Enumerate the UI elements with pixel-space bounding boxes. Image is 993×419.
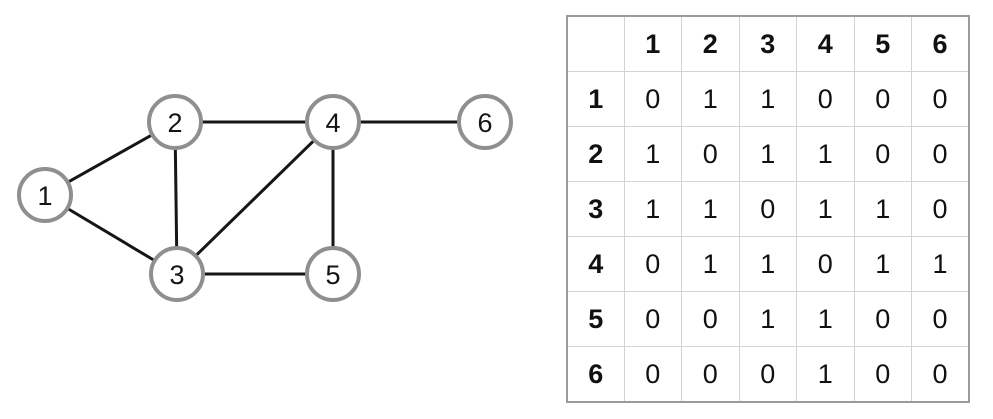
matrix-cell-2-5: 0 (853, 126, 912, 182)
matrix-cell-5-3: 1 (738, 291, 797, 347)
matrix-row-header-2: 2 (566, 126, 625, 182)
matrix-cell-2-2: 0 (681, 126, 740, 182)
graph-node-circle-2 (147, 94, 203, 150)
matrix-col-header-4: 4 (796, 15, 855, 72)
matrix-cell-2-3: 1 (738, 126, 797, 182)
edge-layer (67, 120, 458, 276)
matrix-cell-3-2: 1 (681, 181, 740, 237)
matrix-row-header-6: 6 (566, 346, 625, 403)
graph-edge-2-3 (173, 148, 179, 248)
matrix-col-header-5: 5 (853, 15, 912, 72)
graph-node-label-5: 5 (325, 260, 340, 290)
matrix-cell-6-5: 0 (853, 346, 912, 403)
matrix-cell-6-6: 0 (911, 346, 970, 403)
matrix-cell-6-1: 0 (623, 346, 682, 403)
matrix-cell-3-1: 1 (623, 181, 682, 237)
graph-node-circle-3 (149, 246, 205, 302)
matrix-cell-4-4: 0 (796, 236, 855, 292)
matrix-cell-4-6: 1 (911, 236, 970, 292)
matrix-cell-5-2: 0 (681, 291, 740, 347)
graph-node-label-4: 4 (325, 108, 340, 138)
matrix-cell-1-1: 0 (623, 71, 682, 127)
graph-edge-1-2 (67, 133, 153, 184)
matrix-cell-6-3: 0 (738, 346, 797, 403)
graph-node-label-1: 1 (37, 181, 52, 211)
graph-node-circle-4 (305, 94, 361, 150)
matrix-cell-1-3: 1 (738, 71, 797, 127)
matrix-col-header-3: 3 (738, 15, 797, 72)
graph-node-label-2: 2 (167, 108, 182, 138)
matrix-cell-3-5: 1 (853, 181, 912, 237)
graph-edge-1-3 (67, 207, 155, 262)
graph-node-circle-6 (457, 94, 513, 150)
matrix-col-header-1: 1 (623, 15, 682, 72)
matrix-row-header-1: 1 (566, 71, 625, 127)
matrix-row-header-3: 3 (566, 181, 625, 237)
graph-node-3[interactable]: 3 (149, 246, 205, 302)
graph-node-4[interactable]: 4 (305, 94, 361, 150)
graph-node-label-3: 3 (169, 260, 184, 290)
matrix-cell-1-4: 0 (796, 71, 855, 127)
matrix-cell-5-1: 0 (623, 291, 682, 347)
node-layer: 1 2 3 4 5 6 (17, 94, 513, 302)
matrix-cell-3-6: 0 (911, 181, 970, 237)
matrix-cell-4-1: 0 (623, 236, 682, 292)
matrix-cell-1-2: 1 (681, 71, 740, 127)
matrix-cell-6-2: 0 (681, 346, 740, 403)
matrix-cell-4-3: 1 (738, 236, 797, 292)
graph-diagram: 1 2 3 4 5 6 (17, 94, 513, 302)
graph-node-6[interactable]: 6 (457, 94, 513, 150)
graph-node-1[interactable]: 1 (17, 167, 73, 223)
matrix-cell-6-4: 1 (796, 346, 855, 403)
matrix-cell-2-1: 1 (623, 126, 682, 182)
matrix-cell-1-6: 0 (911, 71, 970, 127)
matrix-row-header-4: 4 (566, 236, 625, 292)
matrix-cell-2-4: 1 (796, 126, 855, 182)
graph-node-2[interactable]: 2 (147, 94, 203, 150)
graph-node-circle-1 (17, 167, 73, 223)
graph-edge-3-4 (195, 139, 315, 257)
graph-node-5[interactable]: 5 (305, 246, 361, 302)
matrix-cell-3-3: 0 (738, 181, 797, 237)
matrix-cell-2-6: 0 (911, 126, 970, 182)
matrix-col-header-2: 2 (681, 15, 740, 72)
matrix-cell-3-4: 1 (796, 181, 855, 237)
matrix-cell-5-4: 1 (796, 291, 855, 347)
matrix-cell-5-6: 0 (911, 291, 970, 347)
matrix-corner-cell (566, 15, 625, 72)
graph-node-circle-5 (305, 246, 361, 302)
matrix-cell-1-5: 0 (853, 71, 912, 127)
matrix-row-header-5: 5 (566, 291, 625, 347)
graph-panel: 1 2 3 4 5 6 (17, 94, 513, 302)
matrix-cell-4-2: 1 (681, 236, 740, 292)
matrix-cell-5-5: 0 (853, 291, 912, 347)
graph-node-label-6: 6 (477, 108, 492, 138)
matrix-col-header-6: 6 (911, 15, 970, 72)
matrix-cell-4-5: 1 (853, 236, 912, 292)
